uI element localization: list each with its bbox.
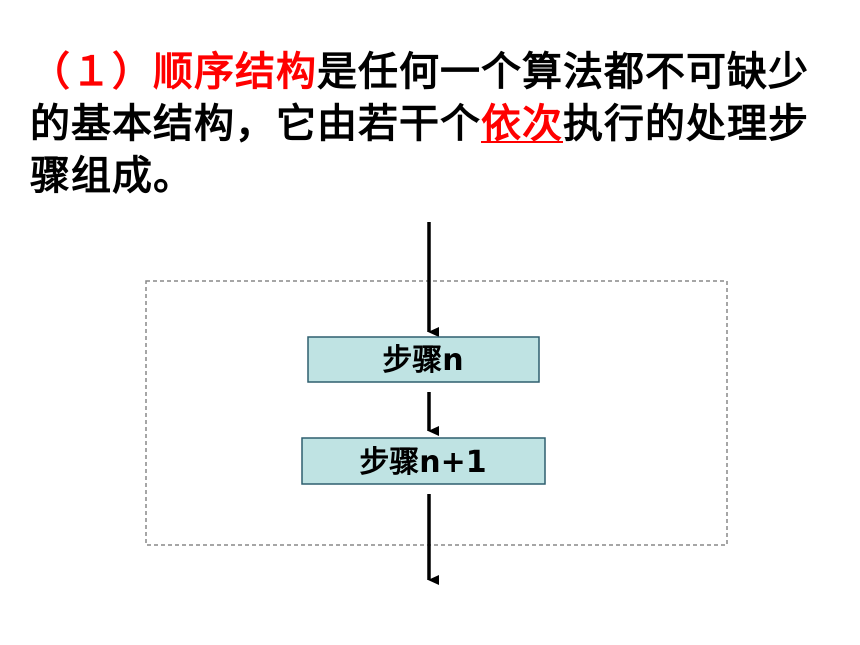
- sequential-keyword: 依次: [481, 101, 563, 147]
- description-text-part1: 是任何一个算法都不可缺少的基本结构，它由若干个: [30, 49, 809, 147]
- step-n-box: [307, 336, 540, 383]
- sequence-structure-term: （１）顺序结构: [30, 49, 317, 95]
- description-text-part2: 执行的处理步骤组成。: [30, 101, 809, 199]
- step-n-label: 步骤n: [382, 343, 463, 378]
- step-n1-label: 步骤n+1: [359, 445, 486, 480]
- sequence-frame: [145, 280, 728, 546]
- step-n1-box: [301, 437, 546, 485]
- description-paragraph: （１）顺序结构是任何一个算法都不可缺少的基本结构，它由若干个依次执行的处理步骤组…: [30, 46, 830, 202]
